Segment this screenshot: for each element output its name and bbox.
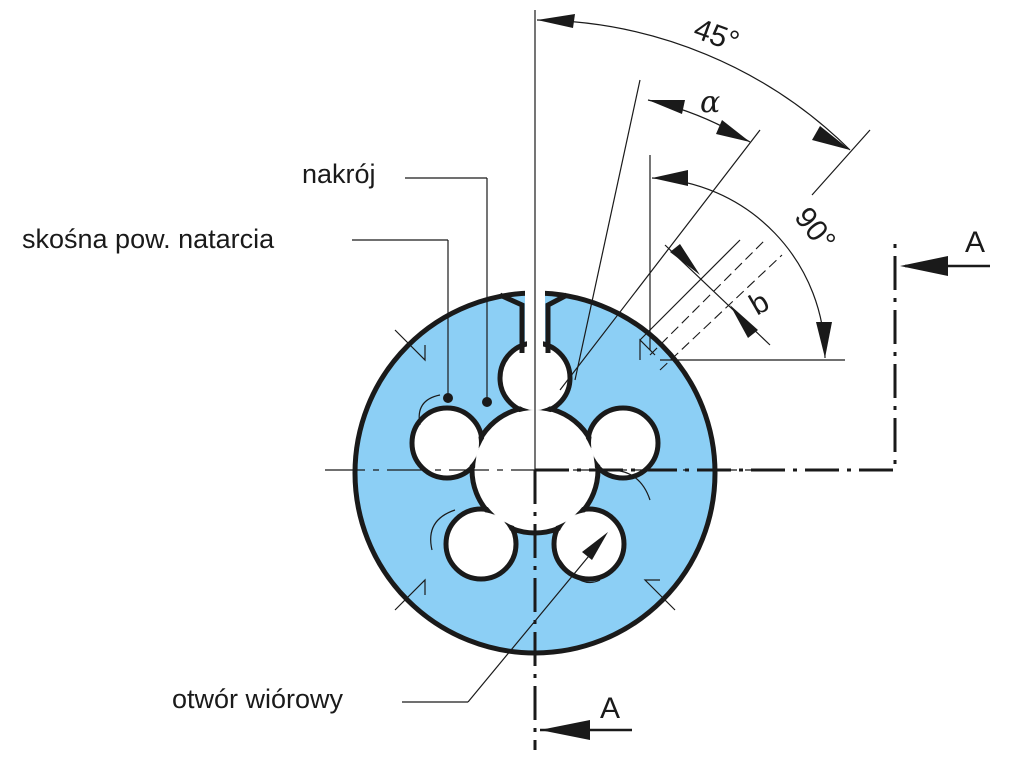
chamfer-lines — [394, 329, 676, 611]
slot-edges — [498, 292, 569, 353]
b-dimension — [639, 239, 783, 371]
angle-90-label: 90° — [788, 201, 842, 257]
leader-skosna — [352, 239, 453, 403]
alpha-dimension — [559, 79, 761, 391]
leader-nakroj — [405, 177, 492, 407]
section-cut-line — [533, 240, 897, 750]
section-label-bottom: A — [600, 692, 620, 725]
label-skosna: skośna pow. natarcia — [22, 224, 275, 254]
angle-45-dimension — [536, 14, 871, 196]
section-arrow-bottom — [540, 720, 632, 740]
leader-otwor — [402, 532, 608, 703]
label-otwor: otwór wiórowy — [172, 684, 344, 714]
section-label-top: A — [965, 226, 985, 259]
alpha-label: α — [700, 85, 720, 120]
angle-90-dimension — [649, 155, 845, 361]
angle-45-label: 45° — [689, 12, 743, 59]
b-label: b — [744, 285, 775, 322]
label-nakroj: nakrój — [302, 159, 376, 189]
section-arrow-top — [900, 256, 990, 276]
